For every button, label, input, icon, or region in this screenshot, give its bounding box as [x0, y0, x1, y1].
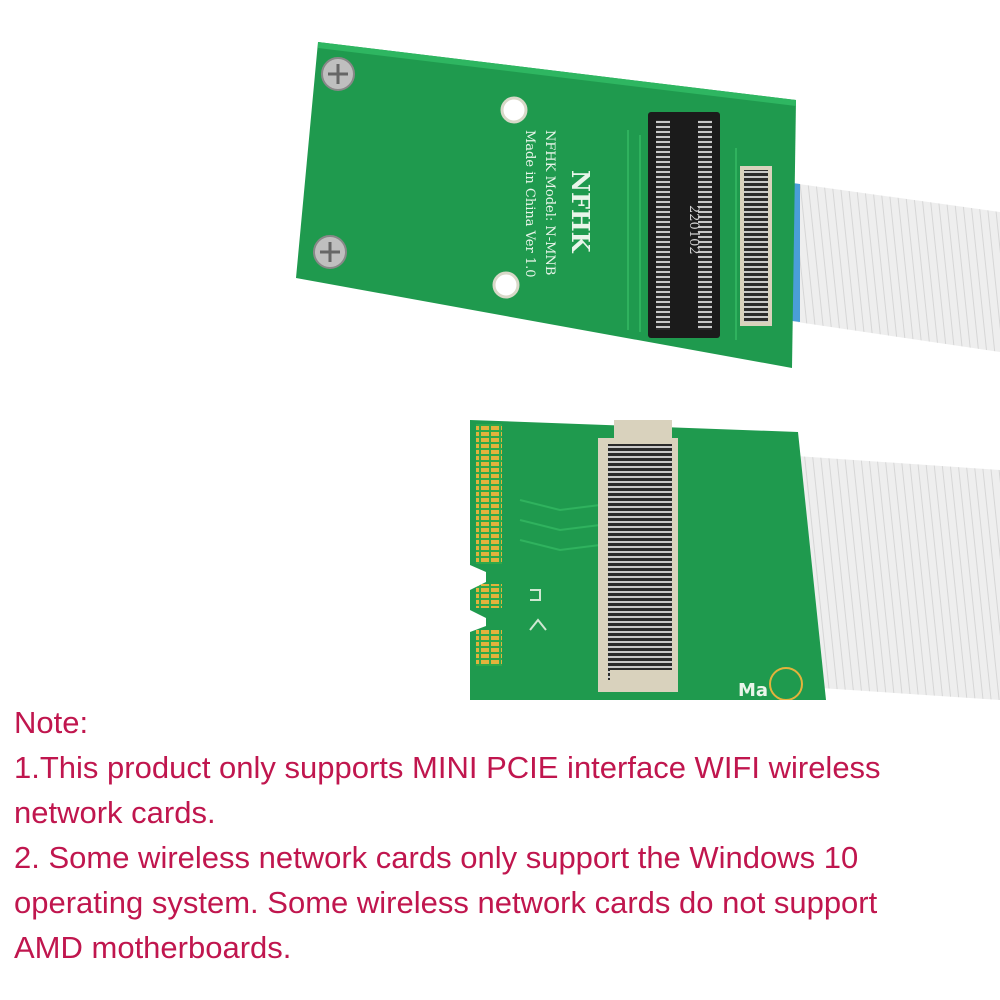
- top-ribbon-cable: [770, 180, 1000, 352]
- m2-adapter-board: Ma: [470, 420, 826, 700]
- gold-edge-connector: [476, 424, 502, 564]
- note-line: 1.This product only supports MINI PCIE i…: [14, 750, 881, 785]
- board-marking-circle: [769, 667, 803, 700]
- slot-code-text: 220102: [686, 205, 701, 255]
- gold-edge-connector: [476, 630, 502, 666]
- screw-icon: [321, 57, 355, 91]
- product-photo: NFHK NFHK Model: N-MNB Made in China Ver…: [296, 42, 1000, 700]
- mounting-hole: [500, 96, 528, 124]
- note-heading: Note:: [14, 705, 89, 740]
- board-origin-text: Made in China Ver 1.0: [522, 130, 537, 278]
- top-fpc-connector: [740, 166, 772, 326]
- note-line: 2. Some wireless network cards only supp…: [14, 840, 859, 875]
- note-line: AMD motherboards.: [14, 930, 292, 965]
- gold-edge-connector: [476, 584, 502, 608]
- mini-pcie-adapter-board: NFHK NFHK Model: N-MNB Made in China Ver…: [296, 42, 796, 368]
- note-section: Note: 1.This product only supports MINI …: [14, 700, 994, 970]
- m2-slot-connector: 220102: [648, 112, 720, 338]
- mounting-hole: [492, 271, 520, 299]
- brand-logo-text: NFHK: [566, 170, 595, 254]
- note-line: network cards.: [14, 795, 216, 830]
- bottom-fpc-connector: [598, 420, 678, 692]
- board-model-text: NFHK Model: N-MNB: [542, 130, 557, 275]
- note-line: operating system. Some wireless network …: [14, 885, 878, 920]
- screw-icon: [313, 235, 347, 269]
- board-partial-text: Ma: [738, 680, 768, 700]
